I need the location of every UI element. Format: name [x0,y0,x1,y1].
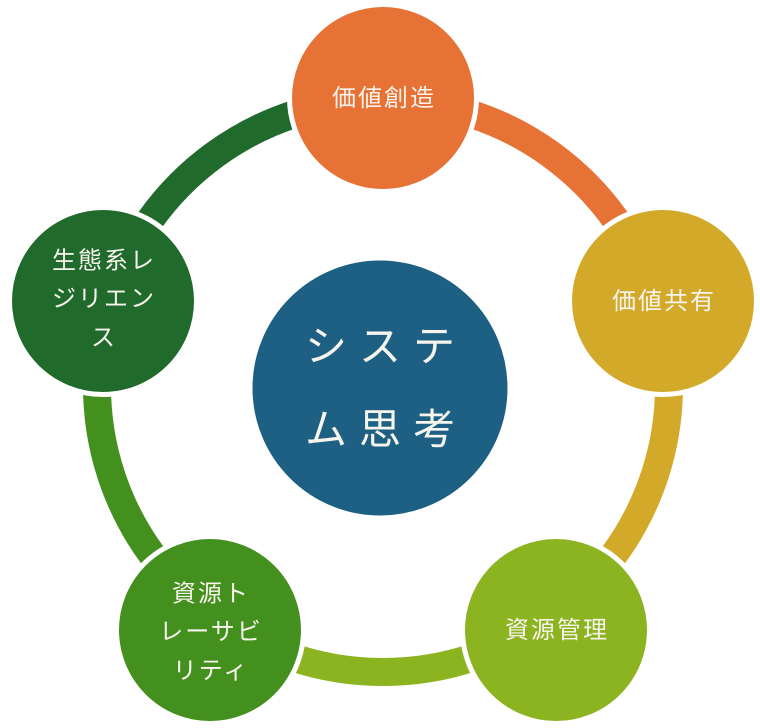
node-circle-resource-traceability [114,534,306,726]
center-circle [245,253,515,523]
node-circle-ecosystem-resilience [7,205,199,397]
node-circles [7,2,759,726]
node-circle-resource-management [460,534,652,726]
node-circle-value-sharing [567,205,759,397]
node-circle-value-creation [287,2,479,194]
